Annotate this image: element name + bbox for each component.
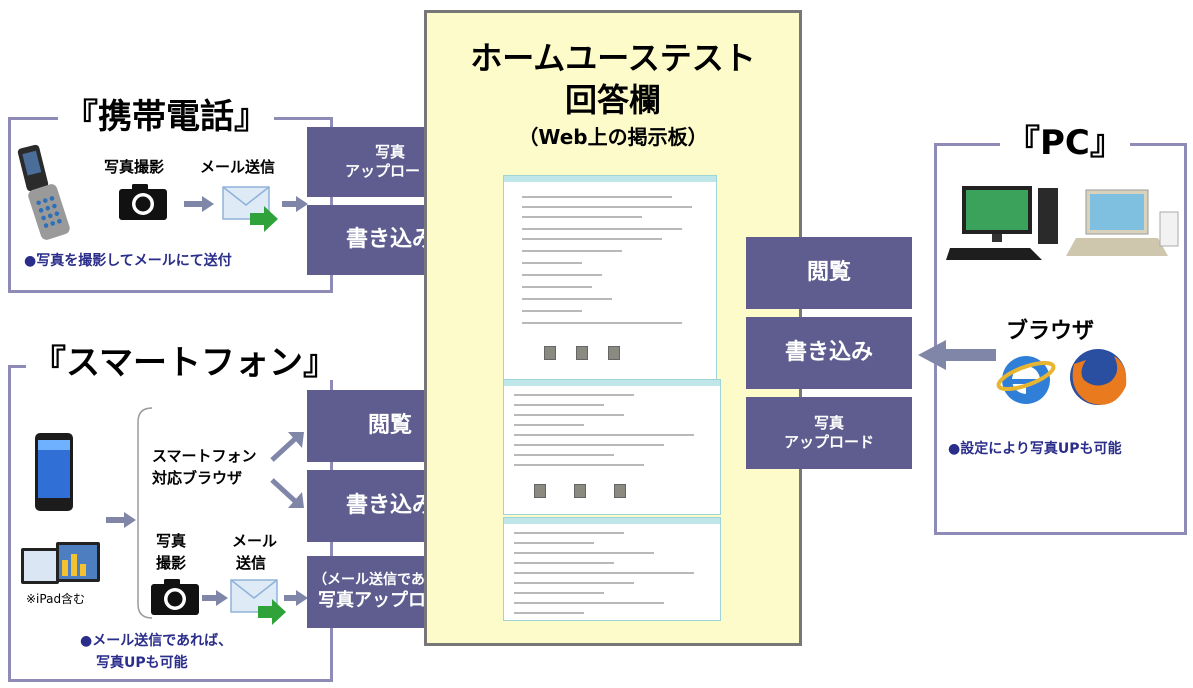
smartphone-section-title: 『スマートフォン』 (26, 346, 343, 380)
smartphone-photo-line1: 写真 (156, 532, 187, 550)
ipad-image (20, 540, 102, 586)
arrow-icon (202, 590, 228, 606)
board-screenshot-middle (503, 379, 721, 515)
mobile-upload-line1: 写真 (374, 142, 405, 161)
arrow-icon (282, 196, 308, 212)
pc-view-label: 閲覧 (806, 259, 851, 285)
smartphone-section-frame (8, 365, 333, 682)
arrow-icon (184, 196, 214, 212)
pc-computers-image (946, 182, 1182, 264)
pc-write-label: 書き込み (784, 339, 873, 365)
camera-icon (150, 578, 200, 616)
arrow-icon (918, 340, 996, 370)
smartphone-photo-line2: 撮影 (156, 554, 187, 572)
arrow-icon (106, 512, 136, 528)
pc-upload-line1: 写真 (813, 413, 844, 432)
board-subtitle: （Web上の掲示板） (518, 125, 708, 149)
smartphone-view-label: 閲覧 (367, 412, 412, 438)
mobile-write-label: 書き込み (345, 226, 434, 252)
smartphone-write-label: 書き込み (345, 492, 434, 518)
pc-upload-box: 写真 アップロード (746, 397, 912, 469)
board-title-line1: ホームユーステスト (470, 39, 756, 77)
flip-phone-image (16, 144, 76, 240)
mobile-section-title: 『携帯電話』 (58, 100, 274, 134)
camera-icon (118, 183, 168, 221)
bulletin-board-panel: ホームユーステスト 回答欄 （Web上の掲示板） (424, 10, 802, 646)
mobile-upload-line2: アップロード (344, 162, 435, 180)
pc-note: ●設定により写真UPも可能 (948, 441, 1122, 457)
smartphone-browser-label-line2: 対応ブラウザ (152, 469, 243, 487)
arrow-icon (270, 478, 304, 508)
firefox-browser-icon (1066, 346, 1130, 408)
mobile-note: ●写真を撮影してメールにて送付 (24, 253, 232, 269)
smartphone-browser-label-line1: スマートフォン (152, 447, 257, 465)
pc-upload-line2: アップロード (783, 433, 874, 451)
board-screenshot-bottom (503, 517, 721, 621)
mobile-mail-label: メール送信 (200, 158, 276, 176)
smartphone-image (34, 432, 74, 512)
ie-browser-icon (996, 350, 1056, 408)
smartphone-note-line1: ●メール送信であれば、 (80, 633, 233, 649)
smartphone-mail-line1: メール (232, 532, 278, 550)
board-title-line2: 回答欄 (564, 81, 661, 119)
board-screenshot-top (503, 175, 717, 381)
mobile-photo-label: 写真撮影 (104, 158, 165, 176)
pc-view-box: 閲覧 (746, 237, 912, 309)
ipad-note: ※iPad含む (26, 592, 86, 606)
pc-browser-label: ブラウザ (1006, 319, 1095, 344)
arrow-icon (270, 432, 304, 462)
arrow-icon (284, 590, 308, 606)
mail-icon (230, 578, 288, 626)
smartphone-note-line2: 写真UPも可能 (96, 655, 188, 671)
pc-section-title: 『PC』 (1000, 126, 1130, 160)
mail-icon (222, 185, 280, 233)
smartphone-mail-line2: 送信 (236, 554, 267, 572)
pc-write-box: 書き込み (746, 317, 912, 389)
bracket-divider (137, 407, 153, 619)
